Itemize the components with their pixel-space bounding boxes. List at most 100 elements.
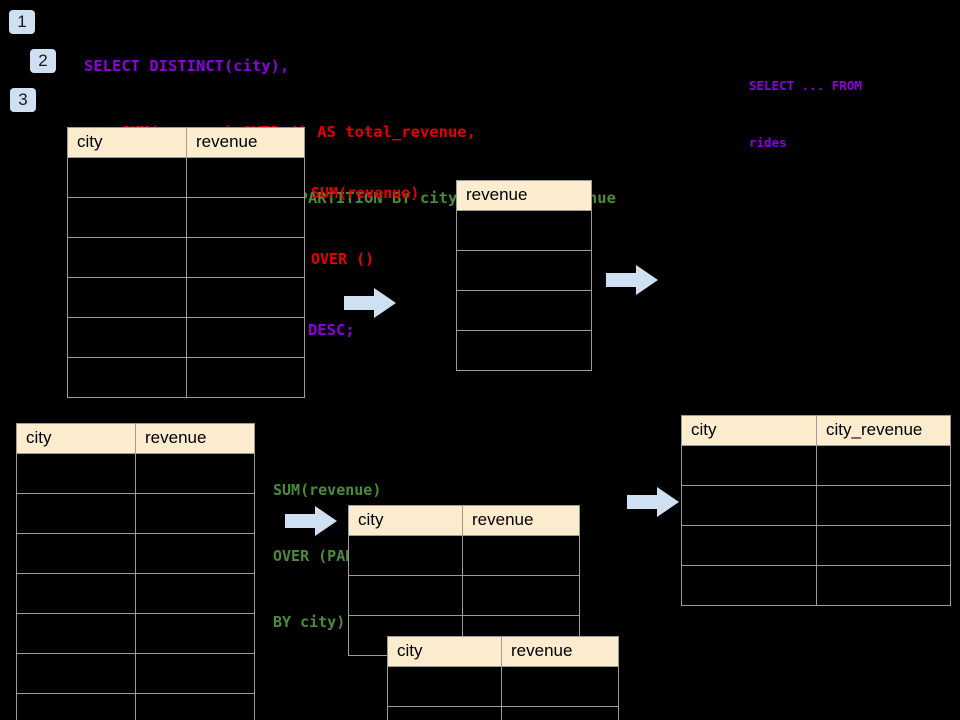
table-cell	[186, 237, 305, 278]
table-cell	[681, 565, 817, 606]
table-row	[16, 573, 255, 614]
table-row	[681, 445, 951, 486]
table-cell	[816, 525, 951, 566]
arrow-right-icon	[344, 288, 396, 318]
table-row	[67, 157, 305, 198]
table-cell	[16, 493, 136, 534]
annotation-city-revenue: SUM(revenue) OVER (PARTITION BY city)	[273, 435, 408, 677]
side-note-select-from: SELECT ... FROM rides	[749, 38, 862, 190]
table-cell	[135, 613, 255, 654]
table-cell	[186, 157, 305, 198]
table-cell	[501, 666, 619, 707]
step-badge-1: 1	[9, 10, 35, 34]
table-row	[387, 666, 619, 707]
annotation-city-revenue-line-1: SUM(revenue)	[273, 481, 382, 499]
table-cell	[816, 445, 951, 486]
table-cell	[67, 237, 187, 278]
table-cell	[456, 210, 592, 251]
table-cell	[16, 533, 136, 574]
column-header-city: city	[67, 127, 187, 158]
annotation-city-revenue-line-3: BY city)	[273, 613, 346, 631]
table-cell	[67, 277, 187, 318]
table-source-bottom: city revenue	[16, 423, 255, 720]
annotation-total-revenue-line-1: SUM(revenue)	[311, 184, 420, 202]
table-cell	[16, 613, 136, 654]
table-row	[67, 277, 305, 318]
table-row	[348, 575, 580, 616]
table-source-top: city revenue	[67, 127, 305, 398]
table-row	[681, 525, 951, 566]
column-header-revenue: revenue	[501, 636, 619, 667]
table-cell	[67, 157, 187, 198]
column-header-revenue: revenue	[456, 180, 592, 211]
table-cell	[456, 250, 592, 291]
table-body	[681, 445, 951, 606]
column-header-revenue: revenue	[186, 127, 305, 158]
column-header-revenue: revenue	[462, 505, 580, 536]
table-cell	[135, 693, 255, 720]
step-badge-3: 3	[10, 88, 36, 112]
table-row	[16, 693, 255, 720]
table-row	[16, 453, 255, 494]
table-cell	[67, 197, 187, 238]
table-body	[16, 453, 255, 720]
table-header-row: city revenue	[387, 636, 619, 667]
table-cell	[67, 357, 187, 398]
table-row	[681, 565, 951, 606]
step-badge-2: 2	[30, 49, 56, 73]
table-row	[16, 653, 255, 694]
table-cell	[456, 330, 592, 371]
arrow-right-icon	[606, 265, 658, 295]
table-result: city city_revenue	[681, 415, 951, 606]
table-cell	[501, 706, 619, 720]
table-header-row: city revenue	[67, 127, 305, 158]
table-cell	[456, 290, 592, 331]
annotation-total-revenue: SUM(revenue) OVER ()	[311, 138, 419, 314]
table-cell	[135, 493, 255, 534]
table-partition-back: city revenue	[348, 505, 580, 656]
table-row	[67, 197, 305, 238]
table-header-row: revenue	[456, 180, 592, 211]
column-header-city: city	[16, 423, 136, 454]
table-cell	[462, 535, 580, 576]
table-row	[387, 706, 619, 720]
table-body	[67, 157, 305, 398]
column-header-city-revenue: city_revenue	[816, 415, 951, 446]
table-cell	[816, 485, 951, 526]
table-cell	[681, 445, 817, 486]
table-cell	[67, 317, 187, 358]
table-row	[681, 485, 951, 526]
table-cell	[186, 197, 305, 238]
column-header-city: city	[681, 415, 817, 446]
table-cell	[135, 573, 255, 614]
table-cell	[387, 706, 502, 720]
table-body	[456, 210, 592, 371]
table-partition-front: city revenue	[387, 636, 619, 720]
table-cell	[348, 575, 463, 616]
table-row	[456, 290, 592, 331]
column-header-revenue: revenue	[135, 423, 255, 454]
table-cell	[16, 693, 136, 720]
table-row	[456, 330, 592, 371]
table-cell	[186, 317, 305, 358]
table-cell	[462, 575, 580, 616]
table-header-row: city revenue	[16, 423, 255, 454]
table-row	[67, 317, 305, 358]
table-cell	[186, 277, 305, 318]
table-cell	[681, 485, 817, 526]
table-cell	[135, 533, 255, 574]
table-header-row: city revenue	[348, 505, 580, 536]
table-header-row: city city_revenue	[681, 415, 951, 446]
table-row	[67, 237, 305, 278]
annotation-total-revenue-line-2: OVER ()	[311, 250, 375, 268]
table-row	[348, 535, 580, 576]
table-cell	[16, 573, 136, 614]
table-cell	[816, 565, 951, 606]
table-total-revenue: revenue	[456, 180, 592, 371]
table-cell	[186, 357, 305, 398]
table-cell	[387, 666, 502, 707]
table-cell	[681, 525, 817, 566]
table-row	[16, 533, 255, 574]
arrow-right-icon	[627, 487, 679, 517]
